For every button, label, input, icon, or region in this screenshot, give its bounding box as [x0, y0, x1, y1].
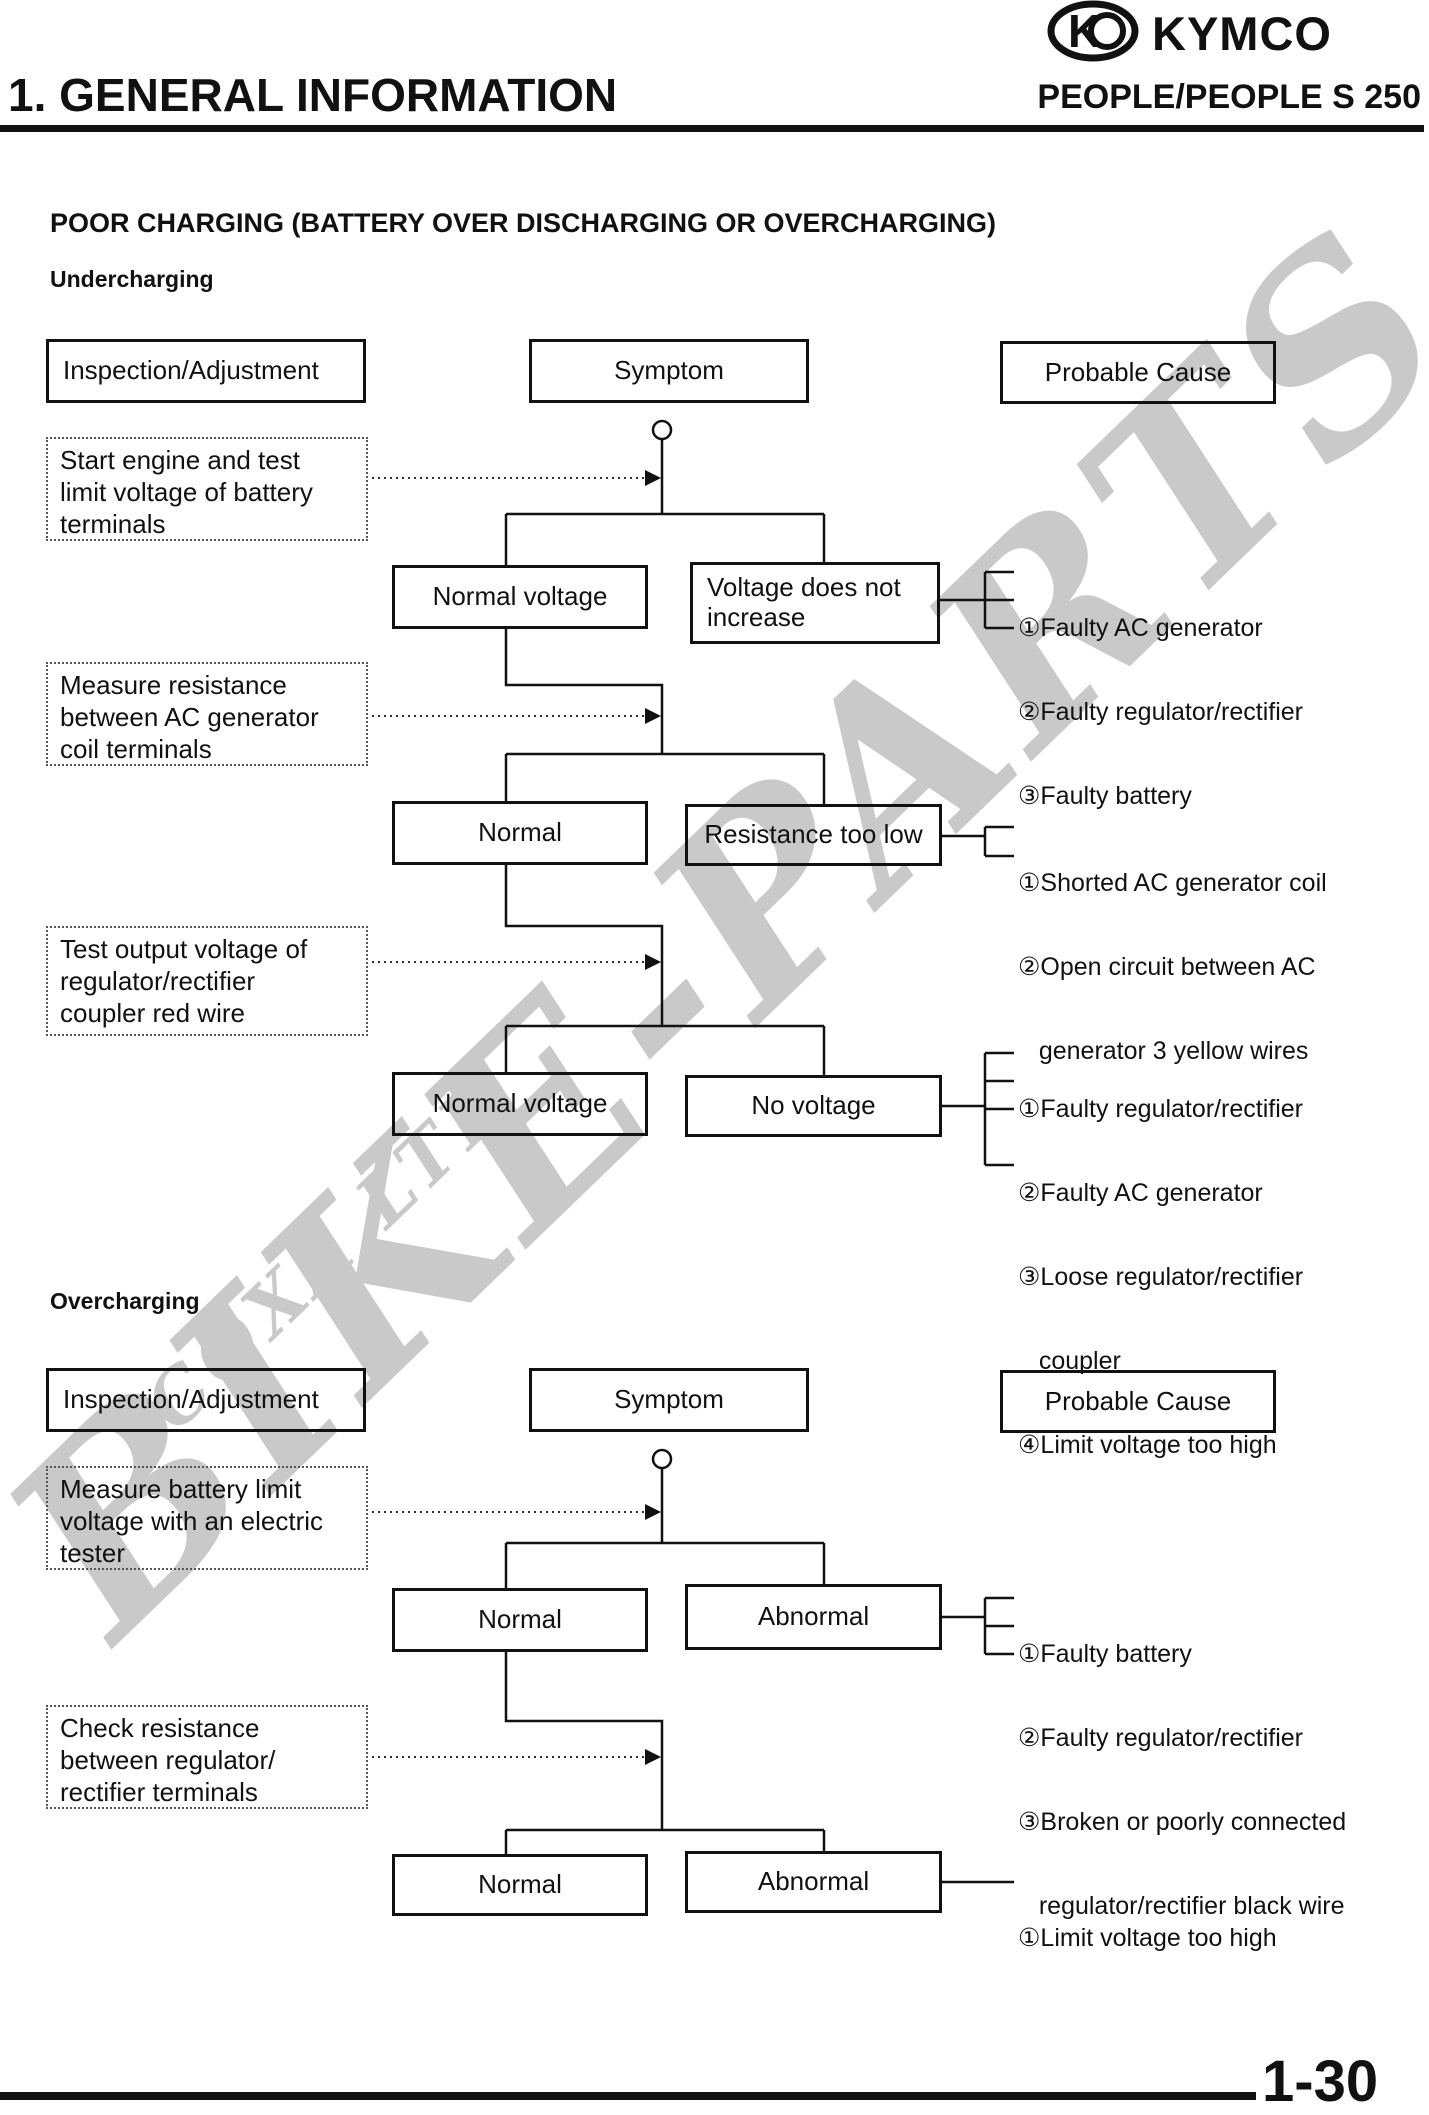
section-title: POOR CHARGING (BATTERY OVER DISCHARGING … — [50, 208, 997, 238]
header-divider — [0, 125, 1424, 132]
overcharging-heading: Overcharging — [50, 1288, 200, 1314]
cause-item: regulator/rectifier black wire — [1018, 1892, 1345, 1920]
result-box-ok: Normal voltage — [392, 1072, 648, 1136]
column-header-cause: Probable Cause — [1000, 1370, 1276, 1433]
footer-divider — [0, 2092, 1256, 2100]
page-number: 1-30 — [1262, 2049, 1379, 2114]
column-header-inspection: Inspection/Adjustment — [46, 339, 366, 403]
cause-item: ③Faulty battery — [1018, 782, 1192, 810]
cause-list: ①Shorted AC generator coil ②Open circuit… — [1018, 813, 1327, 1121]
cause-item: ②Open circuit between AC — [1018, 953, 1316, 981]
result-box-ok: Normal voltage — [392, 565, 648, 629]
model-name: PEOPLE/PEOPLE S 250 — [1037, 78, 1421, 116]
svg-text:K: K — [1068, 5, 1101, 57]
cause-list: ①Faulty AC generator ②Faulty regulator/r… — [1018, 558, 1303, 866]
cause-item: ①Faulty regulator/rectifier — [1018, 1095, 1304, 1123]
cause-list: ①Faulty battery ②Faulty regulator/rectif… — [1018, 1584, 1346, 1976]
brand-logo: K KYMCO — [1046, 0, 1332, 67]
cause-item: ③Loose regulator/rectifier — [1018, 1263, 1304, 1291]
cause-list: ①Limit voltage too high — [1018, 1868, 1277, 2008]
column-header-symptom: Symptom — [529, 339, 809, 403]
result-box-bad: Abnormal — [685, 1851, 942, 1913]
result-box-ok: Normal — [392, 1854, 648, 1916]
cause-item: ②Faulty regulator/rectifier — [1018, 1724, 1304, 1752]
result-box-ok: Normal — [392, 801, 648, 865]
result-box-bad: Abnormal — [685, 1584, 942, 1650]
cause-item: ②Faulty regulator/rectifier — [1018, 698, 1304, 726]
kymco-logo-icon: K — [1046, 0, 1142, 67]
arrowhead-icons — [645, 470, 661, 1765]
undercharging-heading: Undercharging — [50, 266, 214, 292]
result-box-bad: No voltage — [685, 1075, 942, 1137]
column-header-cause: Probable Cause — [1000, 341, 1276, 404]
cause-item: ④Limit voltage too high — [1018, 1431, 1277, 1459]
cause-list: ①Faulty regulator/rectifier ②Faulty AC g… — [1018, 1039, 1303, 1515]
column-header-symptom: Symptom — [529, 1368, 809, 1432]
result-box-ok: Normal — [392, 1588, 648, 1652]
brand-name: KYMCO — [1152, 7, 1332, 60]
cause-item: ③Broken or poorly connected — [1018, 1808, 1347, 1836]
page-title: 1. GENERAL INFORMATION — [8, 69, 618, 121]
cause-item: ①Faulty AC generator — [1018, 614, 1263, 642]
cause-item: ①Limit voltage too high — [1018, 1924, 1277, 1952]
cause-item: ②Faulty AC generator — [1018, 1179, 1263, 1207]
cause-item: ①Shorted AC generator coil — [1018, 869, 1327, 897]
column-header-inspection: Inspection/Adjustment — [46, 1368, 366, 1432]
cause-item: ①Faulty battery — [1018, 1640, 1192, 1668]
result-box-bad: Resistance too low — [685, 804, 942, 866]
cause-item: generator 3 yellow wires — [1018, 1037, 1309, 1065]
